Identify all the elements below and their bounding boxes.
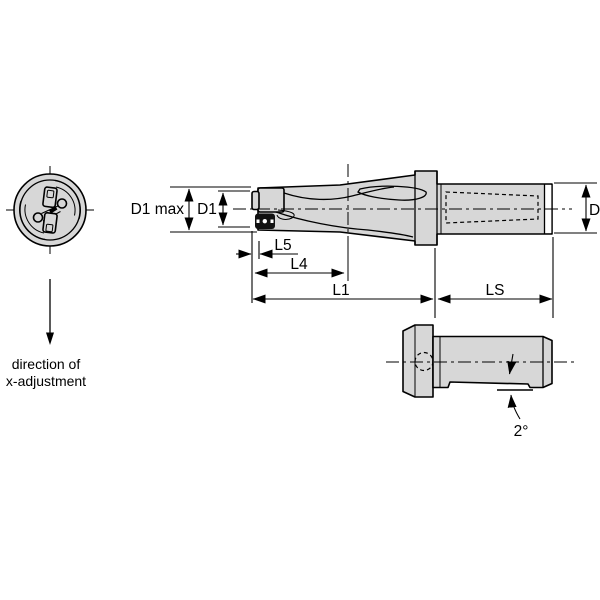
insert-notch-right (270, 219, 274, 223)
shank-collar (402, 324, 434, 398)
insert-screw (262, 219, 267, 224)
dim-label-l1: L1 (332, 282, 349, 299)
insert-seat-block (257, 187, 285, 213)
flute-curve-upper (283, 186, 395, 201)
chip-pocket-curve (276, 209, 295, 220)
shank-detail-view: 2° (386, 324, 576, 440)
dim-label-d1: D1 (197, 201, 217, 218)
hidden-flat-outline (445, 191, 539, 224)
flute-pocket-right (54, 179, 81, 220)
flute-pocket-left (19, 200, 46, 241)
coolant-hole-right (56, 198, 68, 209)
tip-insert-top (251, 190, 260, 211)
side-view (233, 164, 572, 281)
direction-arrow-head (46, 332, 54, 345)
dim-label-angle: 2° (514, 423, 529, 440)
insert-top (42, 186, 58, 209)
direction-label-line1: direction of (12, 356, 81, 372)
angle-arrow-upper (507, 353, 517, 375)
flute-runout-loop (357, 185, 427, 201)
flute-pocket-right-inner (55, 186, 76, 216)
link-line-top (41, 205, 60, 214)
link-pivot (49, 206, 58, 214)
coolant-hole-left (32, 212, 44, 223)
insert-bottom (42, 212, 58, 234)
dim-label-ls: LS (486, 282, 505, 299)
dim-label-d1-max: D1 max (131, 201, 185, 218)
dim-label-d: D (589, 202, 600, 219)
direction-label-line2: x-adjustment (6, 373, 86, 389)
drill-body (257, 170, 553, 246)
flute-pocket-left-inner (24, 204, 45, 234)
dimensions: D1 max D1 L5 L4 L1 LS D (131, 182, 600, 318)
angle-leader (507, 394, 521, 420)
dim-label-l4: L4 (290, 256, 308, 273)
direction-annotation: direction of x-adjustment (6, 279, 86, 389)
front-view (6, 166, 94, 254)
flute-curve-lower (275, 211, 414, 238)
insert-notch-left (256, 219, 260, 223)
dim-label-l5: L5 (274, 237, 291, 254)
